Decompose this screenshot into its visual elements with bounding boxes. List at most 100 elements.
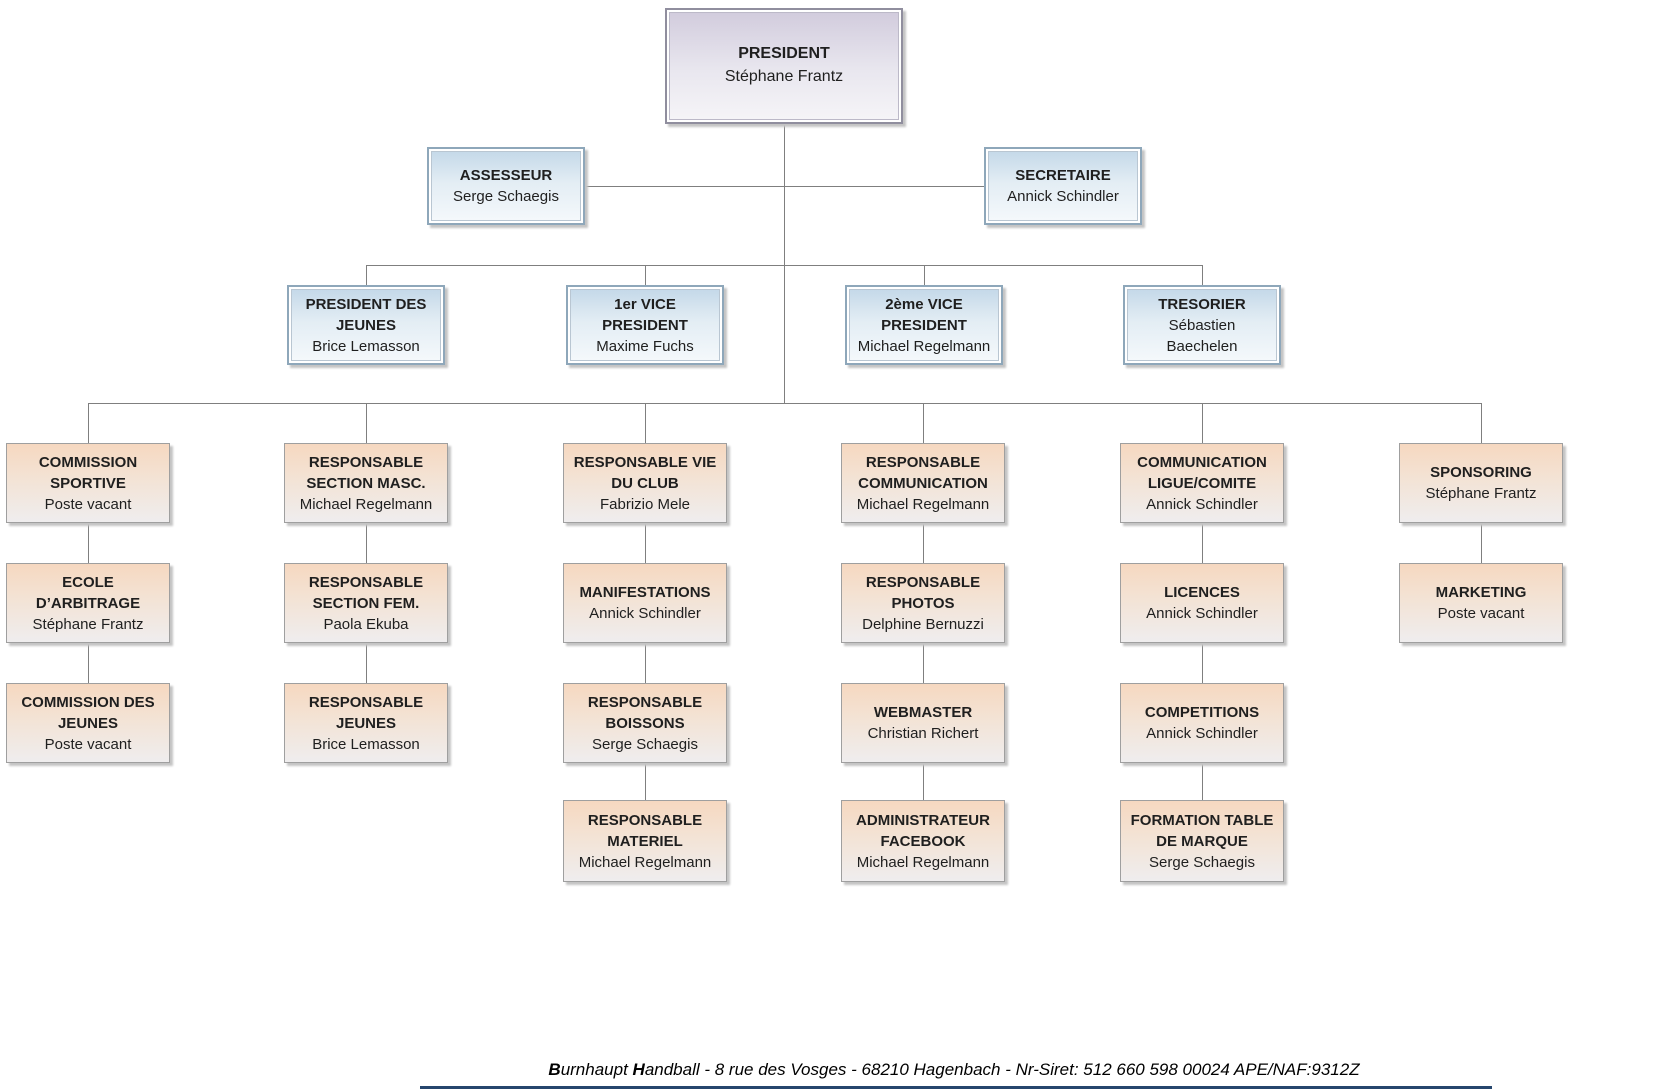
connector bbox=[1481, 523, 1482, 563]
footer-text: andball - 8 rue des Vosges - 68210 Hagen… bbox=[644, 1060, 1360, 1079]
connector bbox=[645, 643, 646, 683]
connector bbox=[366, 643, 367, 683]
node-communication-ligue-comite: COMMUNICATION LIGUE/COMITE Annick Schind… bbox=[1120, 443, 1284, 523]
node-2eme-vice-president: 2ème VICE PRESIDENT Michael Regelmann bbox=[845, 285, 1003, 365]
node-competitions: COMPETITIONS Annick Schindler bbox=[1120, 683, 1284, 763]
connector bbox=[784, 124, 785, 403]
node-person: Delphine Bernuzzi bbox=[862, 615, 984, 633]
connector bbox=[88, 403, 1482, 404]
node-person: Poste vacant bbox=[44, 495, 132, 513]
node-person: Poste vacant bbox=[1437, 605, 1525, 622]
node-manifestations: MANIFESTATIONS Annick Schindler bbox=[563, 563, 727, 643]
node-responsable-vie-du-club: RESPONSABLE VIE DU CLUB Fabrizio Mele bbox=[563, 443, 727, 523]
node-president: PRESIDENT Stéphane Frantz bbox=[665, 8, 903, 124]
connector bbox=[1202, 523, 1203, 563]
connector bbox=[585, 186, 985, 187]
footer-underline bbox=[420, 1086, 1492, 1089]
node-person: Annick Schindler bbox=[1146, 725, 1258, 742]
node-responsable-section-masc: RESPONSABLE SECTION MASC. Michael Regelm… bbox=[284, 443, 448, 523]
node-title: WEBMASTER bbox=[873, 704, 973, 721]
node-responsable-photos: RESPONSABLE PHOTOS Delphine Bernuzzi bbox=[841, 563, 1005, 643]
node-commission-des-jeunes: COMMISSION DES JEUNES Poste vacant bbox=[6, 683, 170, 763]
connector bbox=[1202, 265, 1203, 285]
node-ecole-arbitrage: ECOLE D’ARBITRAGE Stéphane Frantz bbox=[6, 563, 170, 643]
connector bbox=[88, 523, 89, 563]
connector bbox=[923, 403, 924, 443]
node-title: RESPONSABLE VIE DU CLUB bbox=[573, 453, 717, 492]
node-title: RESPONSABLE SECTION FEM. bbox=[308, 573, 424, 612]
node-person: Brice Lemasson bbox=[312, 337, 420, 355]
connector bbox=[366, 523, 367, 563]
node-title: SPONSORING bbox=[1430, 464, 1532, 481]
node-person: Annick Schindler bbox=[1007, 188, 1119, 205]
node-person: Annick Schindler bbox=[1146, 495, 1258, 513]
node-secretaire: SECRETAIRE Annick Schindler bbox=[984, 147, 1142, 225]
node-marketing: MARKETING Poste vacant bbox=[1399, 563, 1563, 643]
node-person: Michael Regelmann bbox=[856, 853, 990, 871]
node-person: Serge Schaegis bbox=[592, 735, 698, 753]
node-person: Stéphane Frantz bbox=[724, 68, 844, 85]
node-person: Maxime Fuchs bbox=[596, 337, 694, 355]
node-title: RESPONSABLE JEUNES bbox=[308, 693, 424, 732]
node-person: Annick Schindler bbox=[589, 605, 701, 622]
node-administrateur-facebook: ADMINISTRATEUR FACEBOOK Michael Regelman… bbox=[841, 800, 1005, 882]
node-person: Annick Schindler bbox=[1146, 605, 1258, 622]
node-person: Michael Regelmann bbox=[578, 853, 712, 871]
node-title: RESPONSABLE BOISSONS bbox=[587, 693, 703, 732]
connector bbox=[88, 643, 89, 683]
node-person: Michael Regelmann bbox=[857, 337, 991, 355]
connector bbox=[1481, 403, 1482, 443]
node-title: COMMUNICATION LIGUE/COMITE bbox=[1137, 453, 1267, 492]
connector bbox=[1202, 643, 1203, 683]
node-person: Poste vacant bbox=[44, 735, 132, 753]
node-title: ECOLE D’ARBITRAGE bbox=[35, 573, 141, 612]
node-title: TRESORIER bbox=[1158, 295, 1246, 313]
node-person: Serge Schaegis bbox=[1149, 853, 1255, 871]
node-title: SECRETAIRE bbox=[1015, 167, 1111, 184]
connector bbox=[645, 403, 646, 443]
node-responsable-section-fem: RESPONSABLE SECTION FEM. Paola Ekuba bbox=[284, 563, 448, 643]
connector bbox=[923, 763, 924, 800]
connector bbox=[645, 523, 646, 563]
node-webmaster: WEBMASTER Christian Richert bbox=[841, 683, 1005, 763]
connector bbox=[366, 403, 367, 443]
connector bbox=[924, 265, 925, 285]
node-person: Michael Regelmann bbox=[299, 495, 433, 513]
connector bbox=[923, 643, 924, 683]
connector bbox=[923, 523, 924, 563]
connector bbox=[1202, 403, 1203, 443]
connector bbox=[645, 265, 646, 285]
footer-bold-initial: B bbox=[548, 1060, 561, 1079]
node-title: 1er VICE PRESIDENT bbox=[602, 295, 688, 334]
node-title: MARKETING bbox=[1435, 584, 1527, 601]
node-title: RESPONSABLE MATERIEL bbox=[587, 811, 703, 850]
connector bbox=[88, 403, 89, 443]
connector bbox=[366, 265, 1203, 266]
node-formation-table-de-marque: FORMATION TABLE DE MARQUE Serge Schaegis bbox=[1120, 800, 1284, 882]
node-title: LICENCES bbox=[1164, 584, 1240, 601]
node-title: RESPONSABLE COMMUNICATION bbox=[858, 453, 988, 492]
node-person: Sébastien Baechelen bbox=[1166, 316, 1238, 355]
node-title: 2ème VICE PRESIDENT bbox=[881, 295, 967, 334]
node-licences: LICENCES Annick Schindler bbox=[1120, 563, 1284, 643]
connector bbox=[366, 265, 367, 285]
node-person: Michael Regelmann bbox=[856, 495, 990, 513]
node-responsable-boissons: RESPONSABLE BOISSONS Serge Schaegis bbox=[563, 683, 727, 763]
node-responsable-communication: RESPONSABLE COMMUNICATION Michael Regelm… bbox=[841, 443, 1005, 523]
node-title: COMMISSION SPORTIVE bbox=[38, 453, 138, 492]
node-person: Stéphane Frantz bbox=[1425, 485, 1537, 502]
node-title: FORMATION TABLE DE MARQUE bbox=[1130, 811, 1274, 850]
node-tresorier: TRESORIER Sébastien Baechelen bbox=[1123, 285, 1281, 365]
node-responsable-jeunes: RESPONSABLE JEUNES Brice Lemasson bbox=[284, 683, 448, 763]
node-title: ADMINISTRATEUR FACEBOOK bbox=[856, 811, 990, 850]
node-assesseur: ASSESSEUR Serge Schaegis bbox=[427, 147, 585, 225]
footer-bold-initial: H bbox=[632, 1060, 645, 1079]
node-responsable-materiel: RESPONSABLE MATERIEL Michael Regelmann bbox=[563, 800, 727, 882]
connector bbox=[645, 763, 646, 800]
node-title: RESPONSABLE PHOTOS bbox=[865, 573, 981, 612]
footer-text: urnhaupt bbox=[560, 1060, 633, 1079]
node-person: Fabrizio Mele bbox=[599, 495, 691, 513]
node-person: Brice Lemasson bbox=[312, 735, 420, 753]
node-title: COMPETITIONS bbox=[1144, 704, 1260, 721]
